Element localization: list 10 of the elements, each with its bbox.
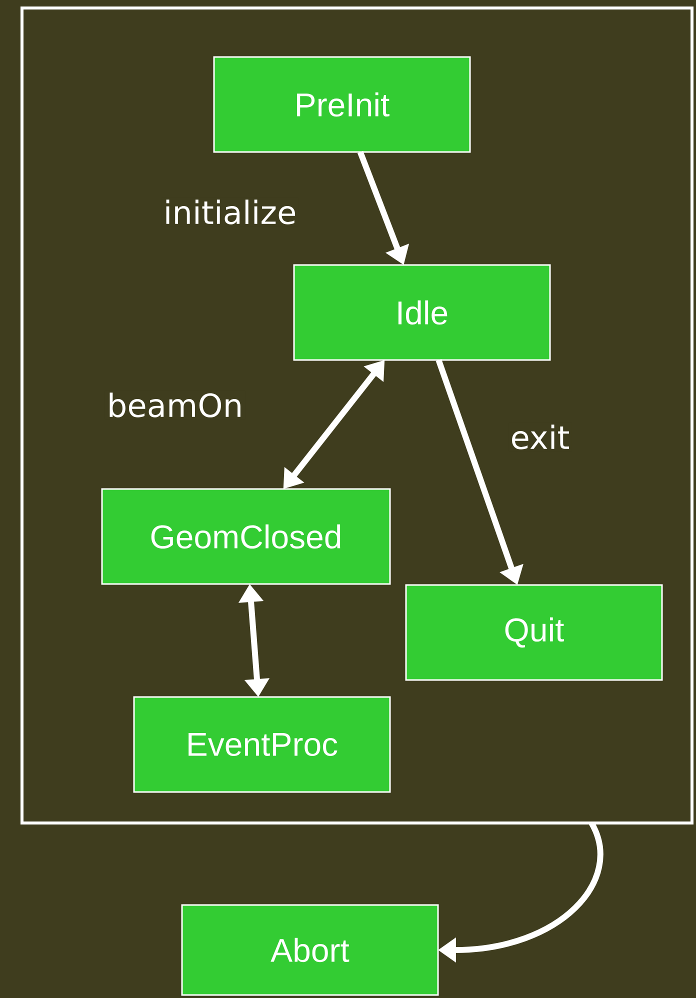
frame-box — [20, 6, 694, 824]
state-box: Abort — [181, 904, 439, 996]
edge-label: initialize — [161, 198, 299, 226]
edge-label: beamOn — [104, 390, 246, 420]
state-box: Idle — [293, 264, 551, 361]
edge-label: exit — [508, 422, 572, 452]
state-box: EventProc — [133, 696, 391, 793]
state-box: Quit — [405, 584, 663, 681]
state-box: GeomClosed — [101, 488, 391, 585]
state-box: PreInit — [213, 56, 471, 153]
